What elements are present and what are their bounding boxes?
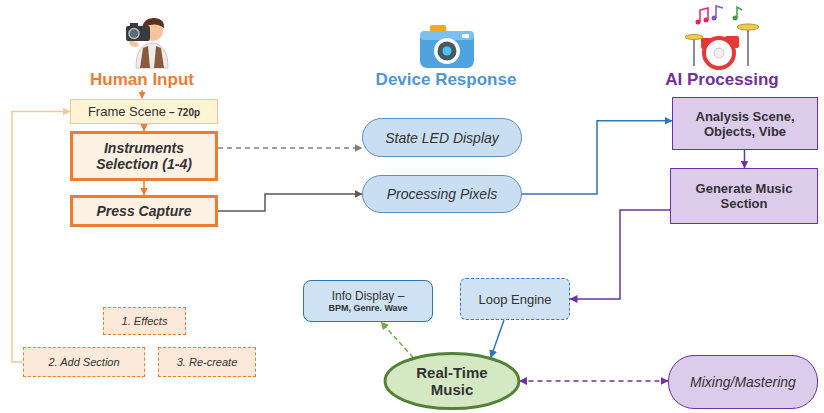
- option-box: 3. Re-create: [158, 347, 256, 377]
- node-text: Mixing/Mastering: [690, 374, 796, 390]
- ai-box: Generate Music Section: [670, 168, 818, 224]
- ai-box: Analysis Scene, Objects, Vibe: [672, 97, 818, 150]
- node-text: Press Capture: [97, 203, 192, 219]
- node-text: BPM, Genre. Wave: [328, 303, 407, 313]
- connector: [143, 124, 145, 131]
- engine-box: Loop Engine: [460, 278, 570, 320]
- node-text: Analysis Scene, Objects, Vibe: [681, 109, 809, 139]
- connector: [12, 112, 70, 363]
- info-box: Info Display –BPM, Genre. Wave: [303, 280, 433, 322]
- node-text: Instruments Selection (1-4): [81, 140, 207, 172]
- process-box: Frame Scene– 720p: [70, 99, 218, 124]
- photographer-icon: [126, 18, 168, 68]
- column-heading: AI Processing: [665, 70, 778, 90]
- node-text: 2. Add Section: [48, 356, 119, 368]
- action-box: Instruments Selection (1-4): [70, 131, 218, 181]
- display-pill: Processing Pixels: [362, 175, 522, 213]
- heading-arrow: [141, 90, 143, 98]
- node-text: Real-Time Music: [413, 364, 491, 398]
- camera-icon: [420, 25, 474, 68]
- node-text: Frame Scene: [88, 104, 166, 119]
- node-text: Generate Music Section: [679, 181, 809, 211]
- node-text: Loop Engine: [478, 292, 551, 307]
- connector: [218, 147, 362, 149]
- node-text: State LED Display: [385, 130, 499, 146]
- column-heading: Human Input: [90, 70, 194, 90]
- connector: [381, 322, 413, 358]
- option-box: 1. Effects: [103, 307, 186, 335]
- connector: [491, 320, 504, 358]
- mix-pill: Mixing/Mastering: [668, 355, 818, 409]
- node-text: Processing Pixels: [387, 186, 498, 202]
- column-heading: Device Response: [376, 70, 517, 90]
- connector: [570, 210, 670, 299]
- option-box: 2. Add Section: [23, 347, 145, 377]
- connector: [744, 150, 746, 168]
- connector: [522, 121, 672, 194]
- node-text: 3. Re-create: [177, 356, 238, 368]
- node-text: Info Display –: [332, 289, 405, 303]
- connector: [520, 380, 669, 382]
- node-text: 1. Effects: [122, 315, 168, 327]
- display-pill: State LED Display: [362, 118, 522, 157]
- node-text: – 720p: [169, 107, 200, 118]
- connector: [218, 194, 362, 211]
- drums-icon: [685, 6, 759, 68]
- action-box: Press Capture: [70, 195, 218, 227]
- output-ellipse: Real-Time Music: [383, 351, 521, 411]
- connector: [143, 181, 145, 195]
